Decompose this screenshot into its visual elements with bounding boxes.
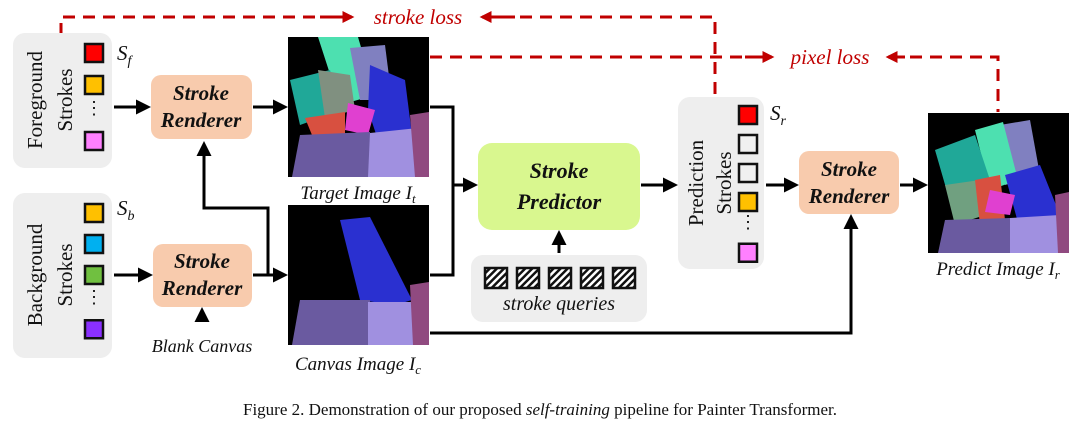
stroke-swatch <box>83 130 105 152</box>
prediction-swatches: ⋮ <box>737 104 759 263</box>
stroke-query-token <box>483 266 509 290</box>
foreground-strokes-label: Strokes <box>53 69 77 132</box>
stroke-swatch <box>83 202 105 224</box>
stroke-query-token <box>547 266 573 290</box>
background-symbol: Sb <box>117 196 135 224</box>
ellipsis: ⋮ <box>85 287 103 307</box>
figure-caption: Figure 2. Demonstration of our proposed … <box>243 400 837 419</box>
svg-text:Renderer: Renderer <box>808 184 890 208</box>
prediction-label: Prediction <box>684 139 708 226</box>
predict-image-label: Predict Image Ir <box>935 259 1061 282</box>
stroke-loss-path <box>59 15 717 100</box>
stroke-loss-label: stroke loss <box>374 5 462 29</box>
arrow-target-to-predictor <box>430 105 478 193</box>
background-swatches: ⋮ <box>83 202 105 340</box>
prediction-strokes-label: Strokes <box>712 152 736 215</box>
foreground-label: Foreground <box>23 51 47 149</box>
ellipsis: ⋮ <box>739 212 757 232</box>
stroke-swatch <box>737 242 759 263</box>
foreground-swatches: ⋮ <box>83 42 105 152</box>
background-strokes-group: Background Strokes ⋮ Sb <box>13 193 135 358</box>
stroke-swatch <box>737 162 759 184</box>
stroke-queries-label: stroke queries <box>503 293 615 315</box>
stroke-swatch <box>83 319 105 340</box>
stroke-swatch <box>83 264 105 286</box>
target-image-label: Target Image It <box>300 183 416 206</box>
prediction-strokes-group: Prediction Strokes ⋮ Sr <box>678 97 787 269</box>
stroke-query-token <box>611 266 637 290</box>
stroke-renderer-foreground: Stroke Renderer <box>151 75 252 139</box>
stroke-query-token <box>515 266 541 290</box>
svg-text:Renderer: Renderer <box>161 276 243 300</box>
pixel-loss-label: pixel loss <box>789 45 870 69</box>
stroke-swatch <box>737 104 759 126</box>
stroke-renderer-prediction: Stroke Renderer <box>799 151 899 214</box>
stroke-swatch <box>83 42 105 64</box>
stroke-query-token <box>579 266 605 290</box>
stroke-renderer-background: Stroke Renderer <box>153 244 252 307</box>
foreground-symbol: Sf <box>117 41 134 69</box>
target-image <box>288 37 429 177</box>
background-strokes-label: Strokes <box>53 244 77 307</box>
canvas-image-label: Canvas Image Ic <box>295 354 421 377</box>
stroke-swatch <box>737 191 759 213</box>
blank-canvas-label: Blank Canvas <box>152 336 253 356</box>
svg-text:Stroke: Stroke <box>530 158 589 183</box>
prediction-symbol: Sr <box>770 101 787 129</box>
svg-text:Stroke: Stroke <box>174 249 230 273</box>
stroke-swatch <box>83 74 105 96</box>
pixel-loss-path <box>430 55 1000 112</box>
arrow-canvas-to-renderer3 <box>430 214 859 335</box>
stroke-predictor: Stroke Predictor <box>478 143 640 230</box>
svg-text:Predictor: Predictor <box>516 189 602 214</box>
arrow-canvas-feedback <box>196 141 270 275</box>
svg-text:Stroke: Stroke <box>173 81 229 105</box>
svg-text:Renderer: Renderer <box>160 108 242 132</box>
arrow-canvas-to-predictor <box>430 185 455 277</box>
stroke-swatch <box>83 233 105 255</box>
background-label: Background <box>23 223 47 326</box>
svg-text:Stroke: Stroke <box>821 157 877 181</box>
ellipsis: ⋮ <box>85 98 103 118</box>
predict-image <box>928 113 1069 253</box>
foreground-strokes-group: Foreground Strokes ⋮ Sf <box>13 33 134 168</box>
stroke-swatch <box>737 133 759 155</box>
query-boxes <box>483 266 637 290</box>
stroke-queries: stroke queries <box>471 255 647 322</box>
canvas-image <box>288 205 429 345</box>
